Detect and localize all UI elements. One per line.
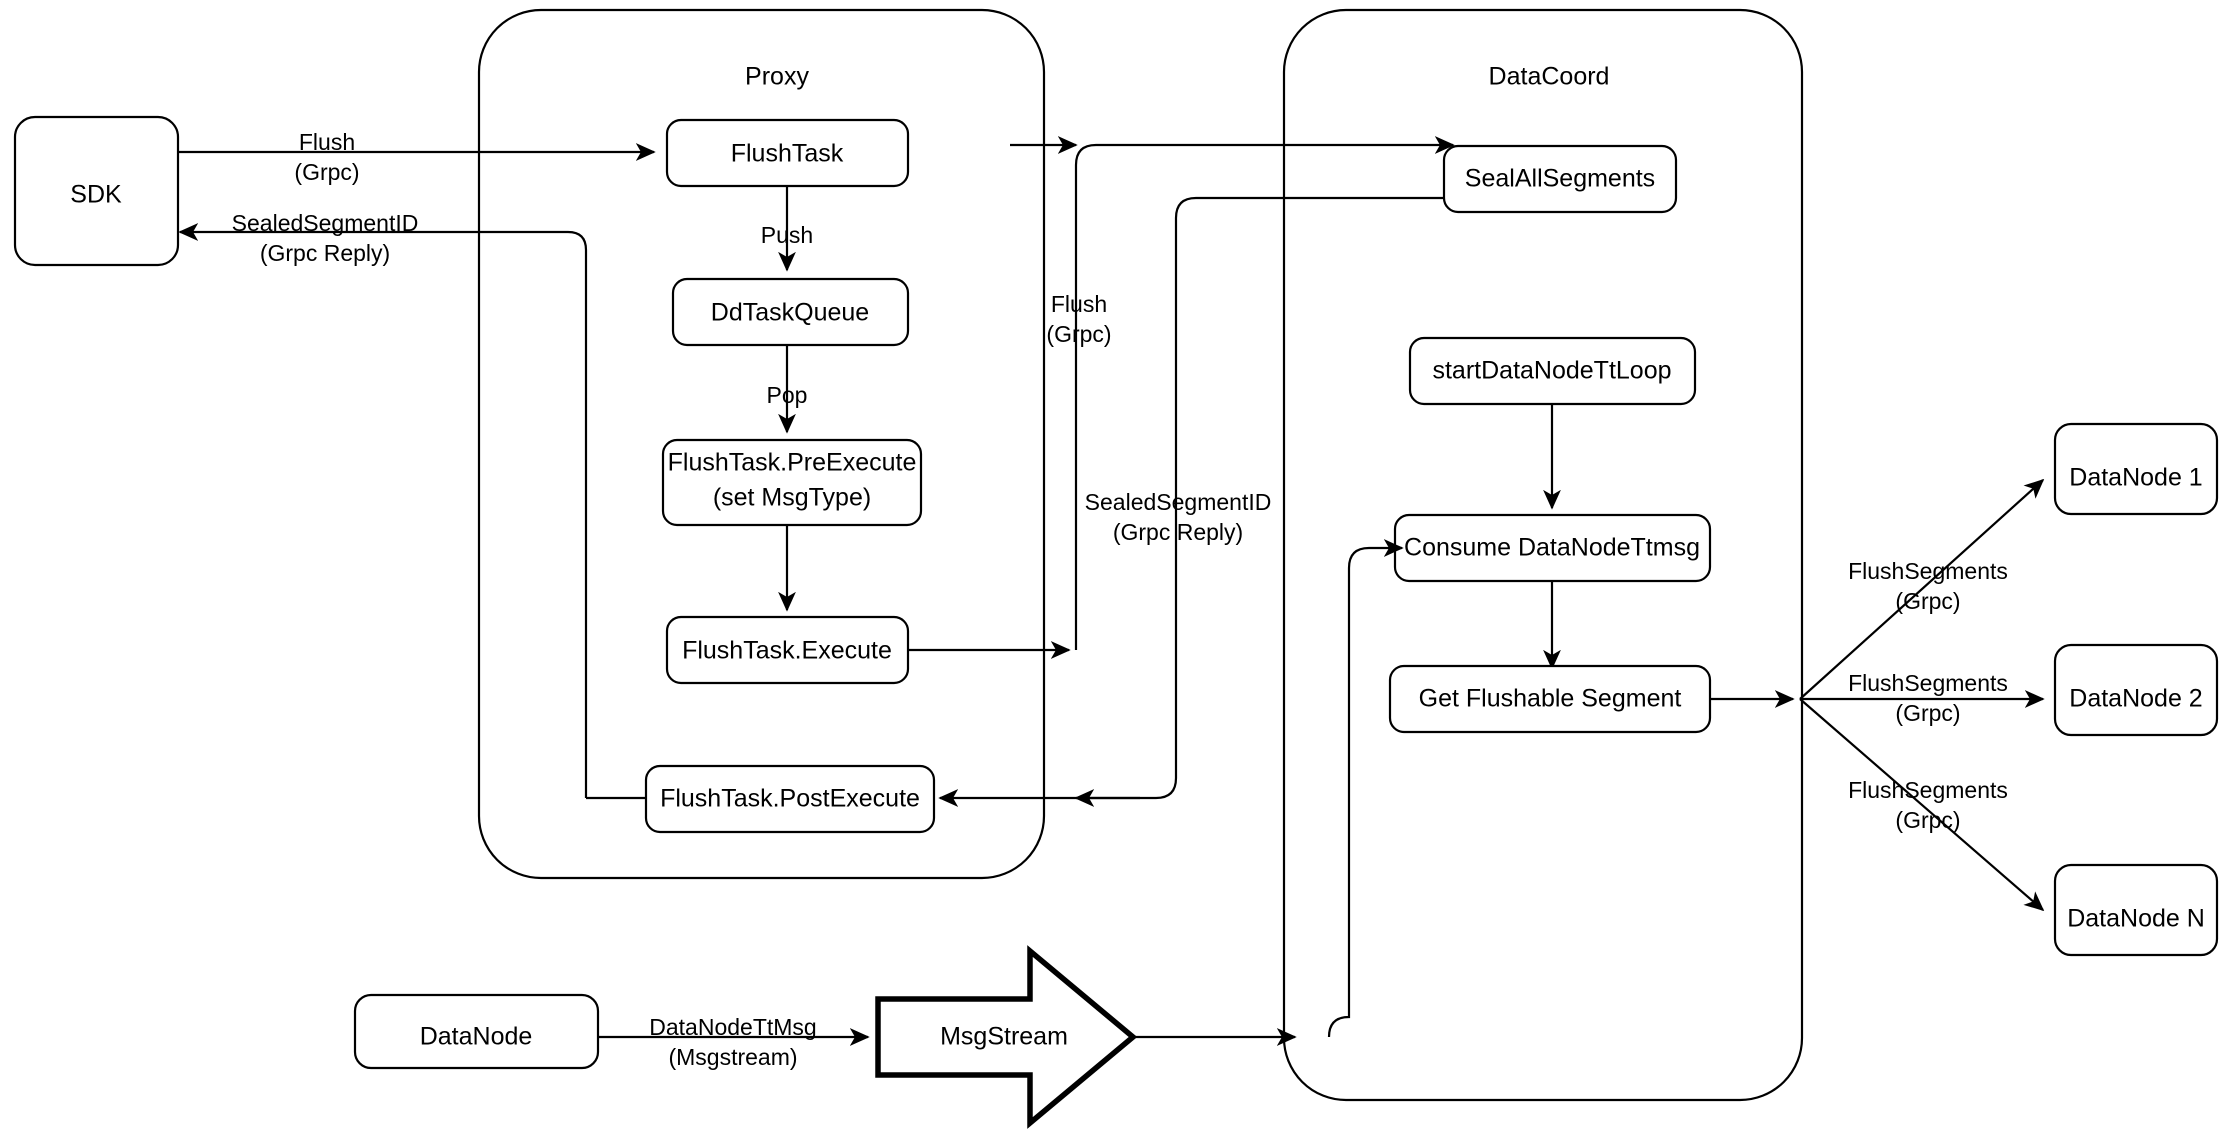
consume-datanode-ttmsg-label: Consume DataNodeTtmsg: [1404, 534, 1700, 562]
proxy-to-datacoord-flush-label-line1: Flush: [1051, 291, 1107, 317]
edge-sdk-to-proxy: Flush (Grpc): [178, 129, 656, 185]
start-datanode-tt-loop-label: startDataNodeTtLoop: [1432, 357, 1671, 385]
edge-datanode-to-msgstream: DataNodeTtMsg (Msgstream): [598, 1014, 870, 1070]
flushtask-preexecute-label-line1: FlushTask.PreExecute: [668, 449, 917, 477]
datanode-ttmsg-label-line1: DataNodeTtMsg: [649, 1014, 816, 1040]
seal-all-segments-box[interactable]: [1442, 144, 1678, 214]
datanode-bottom-box[interactable]: [353, 993, 600, 1070]
edge-proxy-to-datacoord-flush: Flush (Grpc): [1046, 136, 1455, 650]
datanode-ttmsg-label-line2: (Msgstream): [668, 1044, 797, 1070]
node-get-flushable-segment[interactable]: Get Flushable Segment: [1388, 664, 1712, 734]
datanode-1-box[interactable]: [2053, 422, 2219, 516]
get-flushable-segment-label: Get Flushable Segment: [1419, 685, 1682, 713]
proxy-to-datacoord-flush-label-line2: (Grpc): [1046, 321, 1111, 347]
flushtask-preexecute-label-line2: (set MsgType): [713, 484, 871, 512]
flushtask-execute-label: FlushTask.Execute: [682, 637, 892, 665]
datacoord-to-proxy-reply-label-line2: (Grpc Reply): [1113, 519, 1243, 545]
flushsegments-1-arrow: [1799, 478, 2045, 700]
proxy-title: Proxy: [745, 63, 809, 91]
sdk-label: SDK: [70, 181, 122, 209]
datacoord-to-proxy-reply-label-line1: SealedSegmentID: [1085, 489, 1272, 515]
proxy-to-sdk-label-line2: (Grpc Reply): [260, 240, 390, 266]
edge-flushsegments-datanode2: FlushSegments (Grpc): [1800, 670, 2045, 726]
flushtask-postexecute-label: FlushTask.PostExecute: [660, 785, 920, 813]
edge-push: Push: [761, 186, 813, 272]
flushsegments-2-label-line2: (Grpc): [1895, 700, 1960, 726]
node-start-datanode-tt-loop[interactable]: startDataNodeTtLoop: [1408, 336, 1697, 406]
edge-datacoord-to-proxy-reply: SealedSegmentID (Grpc Reply): [938, 196, 1453, 807]
node-datanode-n[interactable]: DataNode N: [2053, 863, 2219, 957]
container-proxy: Proxy: [477, 8, 1046, 880]
dd-task-queue-box[interactable]: [671, 277, 910, 347]
node-flushtask-execute[interactable]: FlushTask.Execute: [665, 615, 910, 685]
node-datanode-bottom[interactable]: DataNode: [353, 993, 600, 1070]
dd-task-queue-label: DdTaskQueue: [711, 299, 869, 327]
flushsegments-n-arrow: [1799, 698, 2045, 912]
edge-flushsegments-datanoden: FlushSegments (Grpc): [1799, 698, 2045, 912]
datanode-bottom-label: DataNode: [420, 1023, 533, 1051]
container-datacoord: DataCoord: [1282, 8, 1804, 1102]
sdk-to-proxy-label-line2: (Grpc): [294, 159, 359, 185]
node-datanode-1[interactable]: DataNode 1: [2053, 422, 2219, 516]
datanode-n-box[interactable]: [2053, 863, 2219, 957]
proxy-container-outline: [477, 8, 1046, 880]
seal-all-segments-label: SealAllSegments: [1465, 165, 1655, 193]
node-msgstream[interactable]: MsgStream: [875, 945, 1138, 1129]
node-flush-task[interactable]: FlushTask: [665, 118, 910, 188]
node-seal-all-segments[interactable]: SealAllSegments: [1442, 144, 1678, 214]
push-label: Push: [761, 222, 813, 248]
msgstream-feed-path: [1327, 546, 1376, 1038]
msgstream-block-arrow[interactable]: [875, 945, 1138, 1129]
proxy-to-sdk-label-line1: SealedSegmentID: [232, 210, 419, 236]
sdk-box[interactable]: [13, 115, 180, 267]
proxy-to-datacoord-flush-path: [1074, 143, 1282, 650]
node-dd-task-queue[interactable]: DdTaskQueue: [671, 277, 910, 347]
edge-flushsegments-datanode1: FlushSegments (Grpc): [1799, 478, 2045, 700]
node-datanode-2[interactable]: DataNode 2: [2053, 643, 2219, 737]
flushtask-preexecute-box[interactable]: [661, 438, 923, 527]
proxy-to-sdk-arrow: [178, 223, 588, 798]
flushsegments-2-label-line1: FlushSegments: [1848, 670, 2008, 696]
datacoord-title: DataCoord: [1489, 63, 1610, 91]
datanode-1-label: DataNode 1: [2069, 464, 2202, 492]
flush-task-label: FlushTask: [731, 140, 844, 168]
flushsegments-n-label-line2: (Grpc): [1895, 807, 1960, 833]
flushsegments-n-label-line1: FlushSegments: [1848, 777, 2008, 803]
datacoord-to-proxy-reply-path: [1050, 196, 1453, 800]
flushtask-postexecute-box[interactable]: [644, 764, 936, 834]
edge-pop: Pop: [767, 345, 808, 434]
node-sdk[interactable]: SDK: [13, 115, 180, 267]
flushsegments-1-label-line1: FlushSegments: [1848, 558, 2008, 584]
node-flushtask-postexecute[interactable]: FlushTask.PostExecute: [644, 764, 936, 834]
datanode-2-box[interactable]: [2053, 643, 2219, 737]
datanode-n-label: DataNode N: [2067, 905, 2205, 933]
flushsegments-1-label-line2: (Grpc): [1895, 588, 1960, 614]
edge-proxy-to-sdk: SealedSegmentID (Grpc Reply): [178, 210, 588, 798]
msgstream-label: MsgStream: [940, 1023, 1068, 1051]
datanode-2-label: DataNode 2: [2069, 685, 2202, 713]
sdk-to-proxy-label-line1: Flush: [299, 129, 355, 155]
node-flushtask-preexecute[interactable]: FlushTask.PreExecute (set MsgType): [661, 438, 923, 527]
datacoord-container-outline: [1282, 8, 1804, 1102]
node-consume-datanode-ttmsg[interactable]: Consume DataNodeTtmsg: [1393, 513, 1712, 583]
pop-label: Pop: [767, 382, 808, 408]
